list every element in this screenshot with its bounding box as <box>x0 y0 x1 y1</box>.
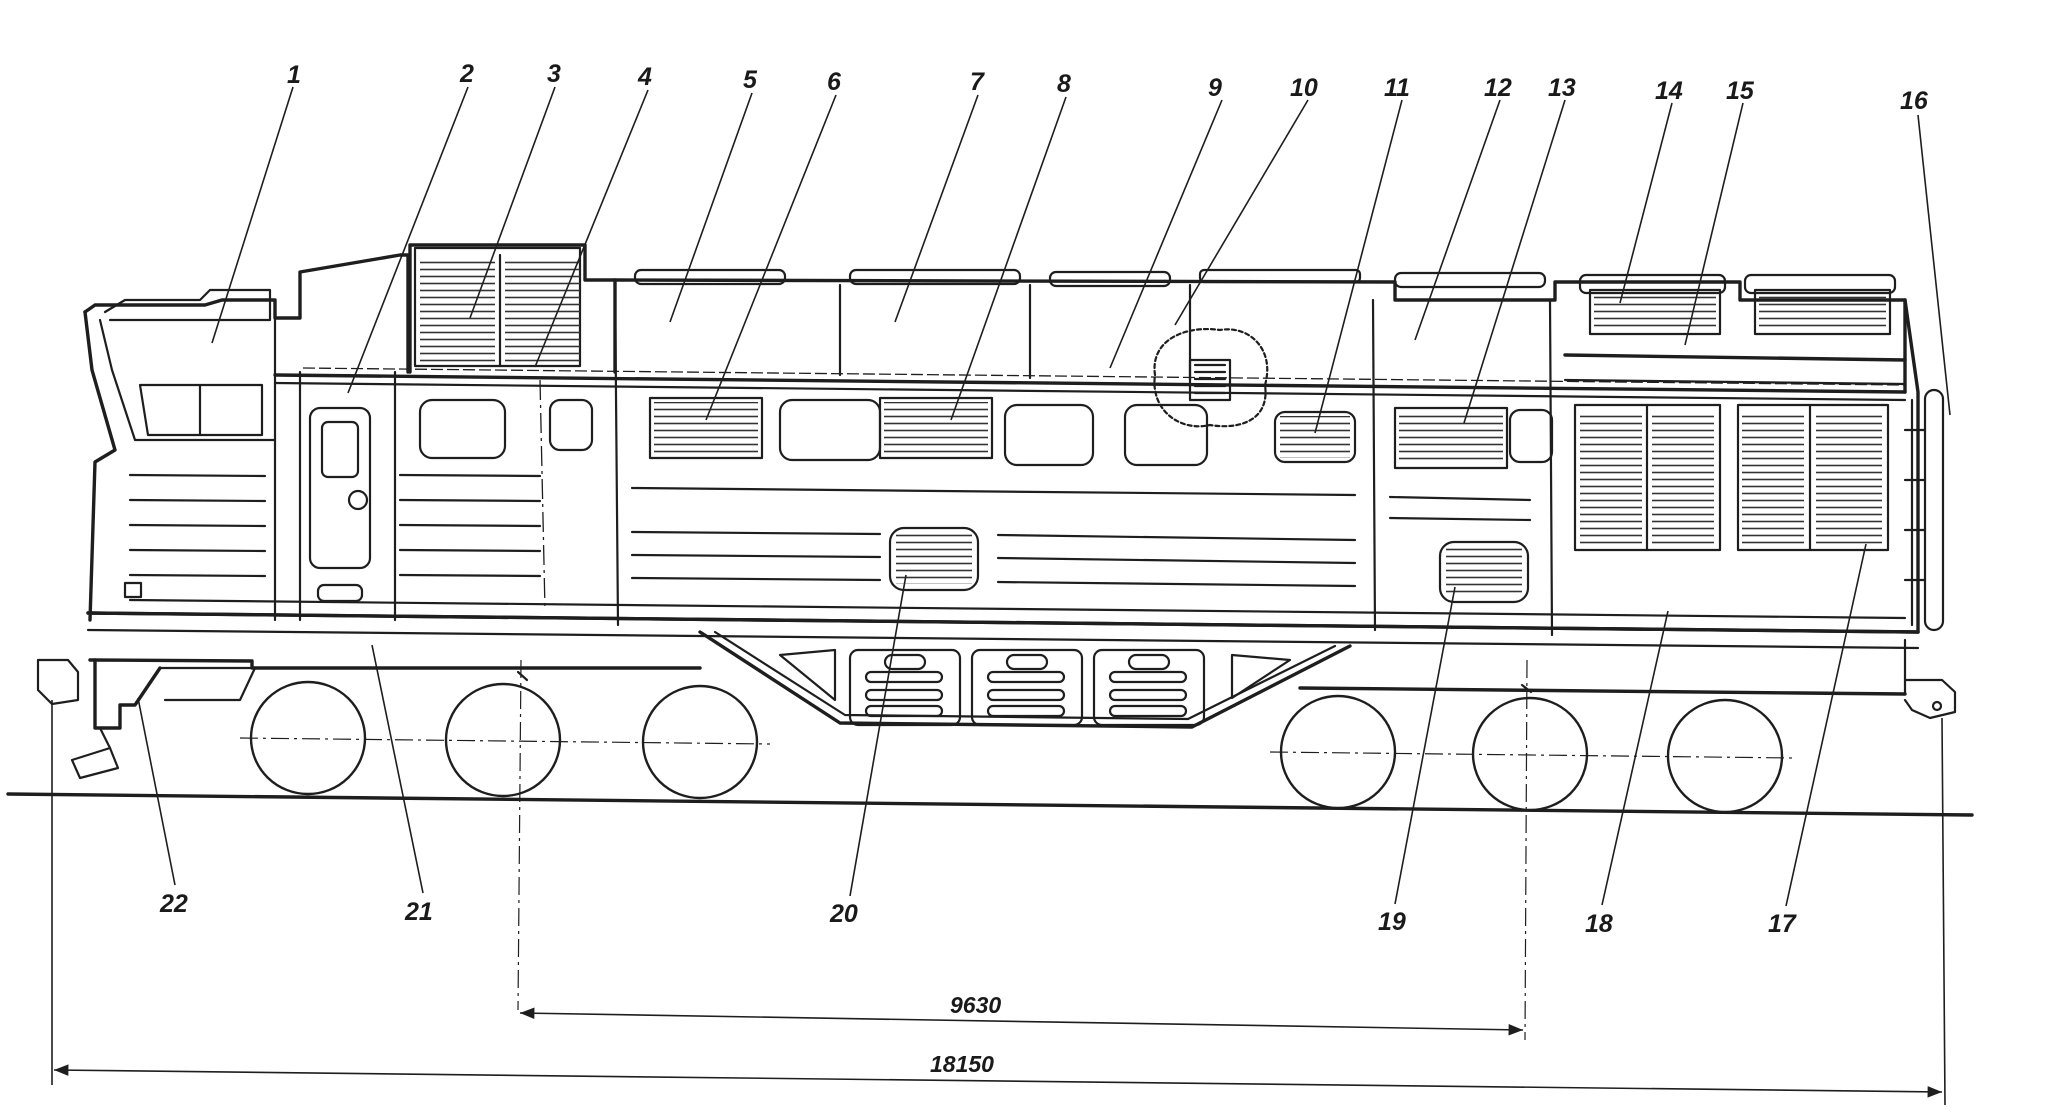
rail-line <box>6 792 1974 817</box>
dimension-overall-length: 18150 <box>930 1051 994 1077</box>
dimension-line-overall <box>53 1064 1943 1098</box>
callout-3: 3 <box>547 60 561 88</box>
callout-4: 4 <box>637 63 652 91</box>
front-buffer-pilot <box>36 658 257 780</box>
car-body <box>83 243 1920 637</box>
callout-18: 18 <box>1585 910 1613 938</box>
callout-13: 13 <box>1548 74 1576 102</box>
callout-1: 1 <box>287 61 301 89</box>
callout-2: 2 <box>459 60 474 88</box>
callout-15: 15 <box>1726 77 1755 105</box>
wheelset-front-bogie <box>239 680 771 800</box>
body-hatch-20 <box>888 526 980 592</box>
roof-hatches <box>633 268 1897 382</box>
fuel-tank <box>698 630 1352 729</box>
cab-side-lines <box>123 473 267 599</box>
wheelset-rear-bogie <box>1269 694 1796 814</box>
callout-numbers: 1 2 3 4 5 6 7 8 9 10 11 12 13 14 15 16 1… <box>159 60 1929 938</box>
cab-windows <box>103 288 272 437</box>
side-louvre-grilles <box>648 396 1509 470</box>
callout-7: 7 <box>970 68 985 96</box>
dimension-line-bogie-centres <box>519 1007 1524 1036</box>
callout-22: 22 <box>159 890 188 918</box>
callout-9: 9 <box>1208 74 1222 102</box>
cab-door <box>308 406 372 603</box>
callout-12: 12 <box>1484 74 1512 102</box>
bogie-centre-lines <box>516 659 1533 1041</box>
callout-6: 6 <box>827 68 842 96</box>
callout-21: 21 <box>404 898 433 926</box>
callout-11: 11 <box>1384 74 1410 102</box>
rear-coupler <box>1903 678 1957 720</box>
callout-10: 10 <box>1290 74 1318 102</box>
body-hatch-19 <box>1438 540 1530 604</box>
callout-8: 8 <box>1057 70 1071 98</box>
rear-radiator-section <box>1563 288 1907 552</box>
roof-louvre-section <box>413 246 582 368</box>
callout-19: 19 <box>1378 908 1406 936</box>
rear-handrail <box>1903 388 1945 632</box>
callout-16: 16 <box>1900 87 1929 115</box>
callout-17: 17 <box>1768 910 1797 938</box>
callout-14: 14 <box>1655 77 1683 105</box>
dimension-bogie-centres: 9630 <box>950 992 1001 1018</box>
leader-lines <box>137 86 1951 907</box>
body-side-strips <box>398 473 1532 588</box>
engine-cutaway-detail <box>1153 328 1269 428</box>
length-extension-lines <box>51 700 1946 1106</box>
callout-5: 5 <box>743 66 758 94</box>
callout-20: 20 <box>829 900 858 928</box>
